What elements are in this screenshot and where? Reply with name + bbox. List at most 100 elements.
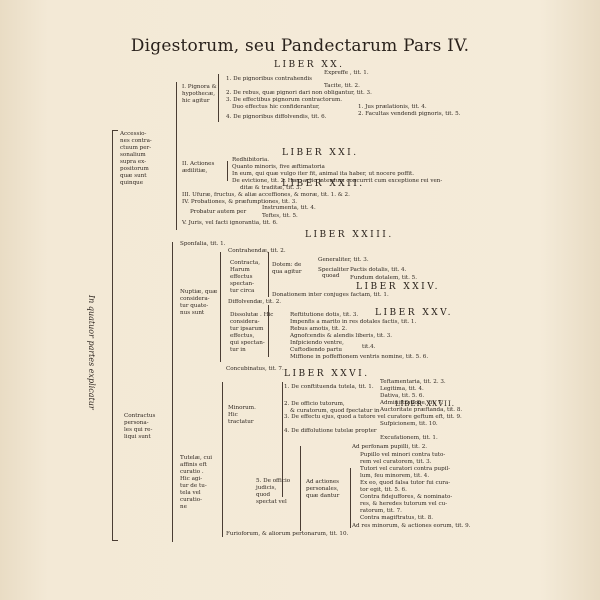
heading-accessiones-1: Accessio- xyxy=(120,131,147,137)
page-title: Digestorum, seu Pandectarum Pars IV. xyxy=(130,36,470,56)
entry: Ad res minorum, & actiones eorum, tit. 9… xyxy=(352,523,471,529)
heading-accessiones-5: supra ex- xyxy=(120,159,147,165)
entry: Agnofcendis & alendis liberis, tit. 3. xyxy=(290,333,393,339)
heading-contractus-4: liqui sunt xyxy=(124,434,151,440)
entry: Redhibitoria. xyxy=(232,157,270,163)
entry: & curatorum, quod fpectatur in xyxy=(290,408,380,414)
heading-accessiones-7: quæ sunt xyxy=(120,173,147,179)
heading-ad-actiones-1: Ad actiones xyxy=(306,479,340,485)
entry: Ad perfonam pupilli, tit. 2. xyxy=(352,444,428,450)
entry: Specialiter xyxy=(318,267,349,273)
brace-officio xyxy=(300,446,301,531)
entry: tor egit, tit. 5. 6. xyxy=(360,487,407,493)
entry: rem vel curatorem, tit. 3. xyxy=(360,459,432,465)
heading-dissolutae-1: Dissolutæ . Hic xyxy=(230,312,274,318)
brace-tick xyxy=(112,540,118,541)
liber-heading: LIBER XXIII. xyxy=(305,230,394,240)
heading-actiones-2: ædilitiæ, xyxy=(182,168,208,174)
entry: Pupillo vel minori contra tuto- xyxy=(360,452,446,458)
heading-accessiones-3: ctuum per- xyxy=(120,145,152,151)
entry: Concubinatus, tit. 7. xyxy=(226,366,284,372)
brace-ad-actiones xyxy=(350,468,351,528)
entry: ditæ & traditæ, tit. 3. xyxy=(240,185,302,191)
entry: V. Juris, vel facti ignorantia, tit. 6. xyxy=(182,220,278,226)
heading-nuptiae-1: Nuptiæ, quæ xyxy=(180,289,218,295)
main-brace xyxy=(112,130,113,540)
entry: 2. Facultas vendendi pignoris, tit. 5. xyxy=(358,111,461,117)
heading-minorum-3: tractatur xyxy=(228,419,254,425)
heading-tutelae-7: curatio- xyxy=(180,497,203,503)
entry: Cuftodiendo partu xyxy=(290,347,343,353)
heading-officio-1: 5. De officio xyxy=(256,478,291,484)
heading-tutelae-2: affinis eft xyxy=(180,462,207,468)
entry: Tacite, tit. 2. xyxy=(324,83,360,89)
entry: Duo effectus hic confiderantur, xyxy=(232,104,320,110)
heading-officio-4: spectat vel xyxy=(256,499,287,505)
heading-nuptiae-2: considera- xyxy=(180,296,210,302)
entry: 3. De effectu ejus, quod a tutore vel cu… xyxy=(284,414,462,420)
entry: Ex eo, quod falsa tutor fui cura- xyxy=(360,480,451,486)
brace-actiones xyxy=(227,161,228,181)
entry: Rebus amotis, tit. 2. xyxy=(290,326,348,332)
entry: Reftitutione dotis, tit. 3. xyxy=(290,312,359,318)
entry: Dotem: de xyxy=(272,262,302,268)
heading-contractus-3: les qui re- xyxy=(124,427,153,433)
heading-contractus-2: persona- xyxy=(124,420,149,426)
heading-tutelae-5: tur de tu- xyxy=(180,483,207,489)
liber-heading: LIBER XXVI. xyxy=(284,369,370,379)
heading-officio-2: judicis, xyxy=(256,485,277,491)
entry: Sufpicionem, tit. 10. xyxy=(380,421,438,427)
entry: III. Ufuræ, fructus, & aliæ acceffiones,… xyxy=(182,192,350,198)
entry: Teftes, tit. 5. xyxy=(262,213,298,219)
entry: Fundum dotalem, tit. 5. xyxy=(350,275,418,281)
heading-contractae-5: tur circa xyxy=(230,288,255,294)
entry: Tutori vel curatori contra pupil- xyxy=(360,466,451,472)
heading-ad-actiones-3: quæ dantur xyxy=(306,493,340,499)
liber-heading: LIBER XXIV. xyxy=(356,282,441,292)
entry: Adminiftratione, tit. 7. xyxy=(380,400,444,406)
heading-accessiones-6: positorum xyxy=(120,166,149,172)
entry: 1. Jus prælationis, tit. 4. xyxy=(358,104,427,110)
brace-pignora xyxy=(218,74,219,122)
entry: tit.4. xyxy=(362,344,376,350)
entry: Excufationem, tit. 1. xyxy=(380,435,438,441)
entry: 4. De pignoribus diffolvendis, tit. 6. xyxy=(226,114,327,120)
entry: Contra fidejuffores, & nominato- xyxy=(360,494,453,500)
heading-accessiones-4: sonalium xyxy=(120,152,146,158)
heading-contractae-1: Contracta, xyxy=(230,260,261,266)
heading-contractus-1: Contractus xyxy=(124,413,156,419)
heading-pignora-2: hypothecæ, xyxy=(182,91,216,97)
heading-dissolutae-6: tur in xyxy=(230,347,246,353)
liber-heading: LIBER XXI. xyxy=(282,148,359,158)
entry: Teftamentaria, tit. 2. 3. xyxy=(380,379,446,385)
heading-dissolutae-5: qui spectan- xyxy=(230,340,265,346)
heading-minorum-1: Minorum. xyxy=(228,405,256,411)
entry: Dativa, tit. 5. 6. xyxy=(380,393,425,399)
liber-heading: LIBER XX. xyxy=(274,60,345,70)
entry: Auctoritate præftanda, tit. 8. xyxy=(380,407,463,413)
heading-officio-3: quod xyxy=(256,492,271,498)
entry: ratorum, tit. 7. xyxy=(360,508,402,514)
heading-tutelae-3: curatio . xyxy=(180,469,204,475)
entry: Infpiciendo ventre, xyxy=(290,340,344,346)
brace-dissolutae xyxy=(268,305,269,357)
entry: 4. De diffolutione tutelæ propter xyxy=(284,428,377,434)
entry: 1. De conftituenda tutela, tit. 1. xyxy=(284,384,374,390)
heading-nuptiae-3: tur quate- xyxy=(180,303,209,309)
entry: IV. Probationes, & præfumptiones, tit. 3… xyxy=(182,199,298,205)
entry: Impenfis a marito in res dotales factis,… xyxy=(290,319,417,325)
brace-tutelae xyxy=(222,382,223,537)
heading-tutelae-8: ne xyxy=(180,504,187,510)
entry: Contrahendæ, tit. 2. xyxy=(228,248,286,254)
entry: quoad xyxy=(322,273,340,279)
entry: 3. De effectibus pignorum contractorum. xyxy=(226,97,343,103)
entry: De evictione, tit. 2. Hæc actio interdum… xyxy=(232,178,443,184)
heading-minorum-2: Hic xyxy=(228,412,238,418)
entry: Instrumenta, tit. 4. xyxy=(262,205,316,211)
entry: In eum, qui quæ vulgo iter fit, animal i… xyxy=(232,171,415,177)
liber-heading: LIBER XXV. xyxy=(375,308,453,318)
heading-contractae-4: spectan- xyxy=(230,281,254,287)
entry: 2. De rebus, quæ pignori dari non obliga… xyxy=(226,90,372,96)
liber-heading: LIBER XXVII. xyxy=(395,400,455,408)
